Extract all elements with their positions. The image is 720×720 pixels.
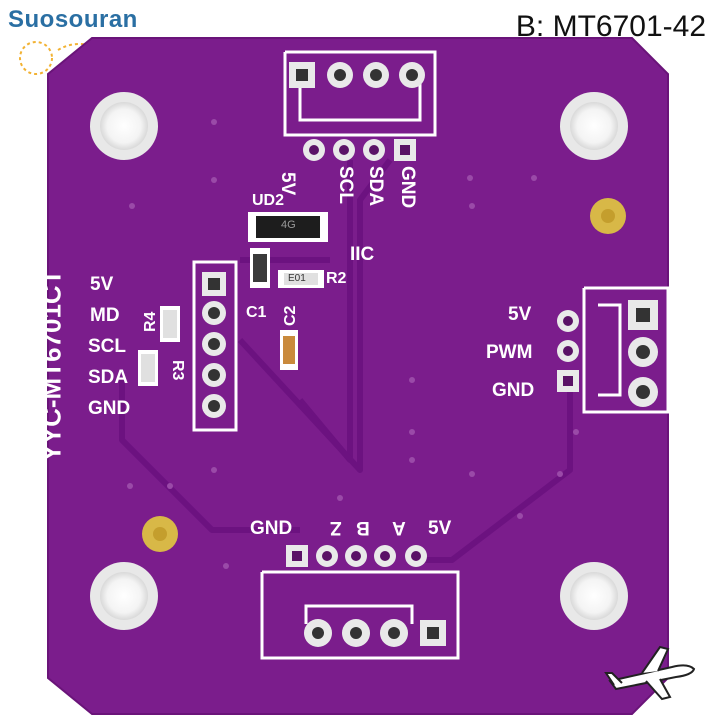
- cap-c1-label: C1: [246, 304, 267, 321]
- bottom-pin-5v: 5V: [428, 518, 452, 539]
- resistor-r2-label: R2: [326, 270, 347, 287]
- cap-c2-label: C2: [282, 305, 299, 326]
- left-pin-scl: SCL: [88, 336, 126, 357]
- left-pin-5v: 5V: [90, 274, 114, 295]
- mount-hole-tr: [560, 92, 628, 160]
- mount-hole-bl: [90, 562, 158, 630]
- chip-label: UD2: [252, 192, 285, 209]
- airplane-icon: [602, 641, 702, 708]
- left-pin-sda: SDA: [88, 367, 129, 388]
- right-pin-5v: 5V: [508, 304, 532, 325]
- left-pin-md: MD: [90, 305, 120, 326]
- bottom-pin-z: Z: [330, 517, 342, 538]
- right-pin-pwm: PWM: [486, 342, 533, 363]
- resistor-r2-code: E01: [288, 273, 306, 284]
- resistor-r4-label: R4: [142, 311, 159, 332]
- iic-label: IIC: [350, 244, 375, 265]
- board-model-label: YYC-MT6701CT: [36, 269, 67, 462]
- left-pin-gnd: GND: [88, 398, 131, 419]
- mount-hole-br: [560, 562, 628, 630]
- resistor-r3-label: R3: [169, 360, 186, 381]
- top-pin-gnd: GND: [397, 166, 418, 209]
- top-pin-scl: SCL: [335, 166, 356, 204]
- mount-hole-tl: [90, 92, 158, 160]
- bottom-pin-a: A: [392, 517, 406, 538]
- top-pin-sda: SDA: [365, 166, 386, 207]
- chip-marking: 4G: [281, 219, 296, 231]
- brand-name: Suosouran: [8, 6, 138, 33]
- right-pin-gnd: GND: [492, 380, 535, 401]
- bottom-pin-gnd: GND: [250, 518, 293, 539]
- bottom-pin-b: B: [356, 517, 370, 538]
